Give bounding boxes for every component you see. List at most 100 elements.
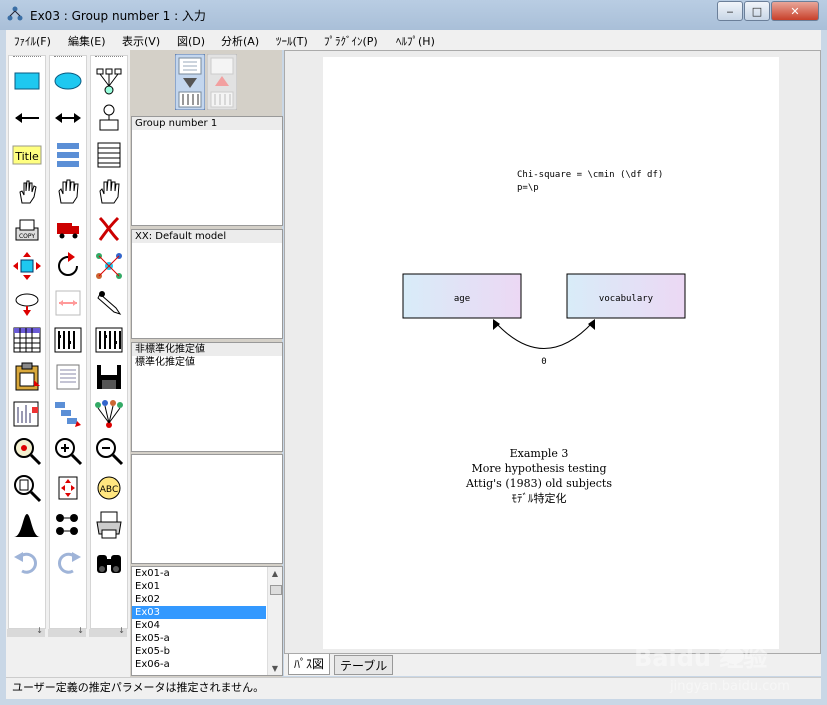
observed-variable-vocabulary[interactable]: [566, 273, 686, 319]
watermark-brand: Baidu 经验: [634, 644, 767, 672]
unstandardized-estimates-item[interactable]: 非標準化推定値: [132, 343, 282, 356]
output-list-icon[interactable]: [53, 362, 83, 392]
tab-path-diagram[interactable]: ﾊﾟｽ図: [288, 654, 331, 675]
rotate-indicator-icon[interactable]: [53, 251, 83, 281]
distribution-curve-icon[interactable]: [12, 510, 42, 540]
file-item[interactable]: Ex01: [135, 581, 160, 592]
zoom-out-icon[interactable]: [94, 436, 124, 466]
svg-text:Title: Title: [14, 150, 39, 163]
column-1-expand[interactable]: ↓: [7, 626, 45, 637]
covariance-arrowhead-right: [588, 319, 595, 330]
hand-deselect-icon[interactable]: [94, 177, 124, 207]
title-tool-icon[interactable]: Title: [12, 140, 42, 170]
model-item[interactable]: XX: Default model: [132, 230, 282, 243]
files-scrollbar[interactable]: ▲ ▼: [267, 567, 282, 675]
touch-up-icon[interactable]: [94, 288, 124, 318]
undo-icon[interactable]: [12, 547, 42, 577]
menu-file[interactable]: ﾌｧｲﾙ(F): [14, 35, 51, 48]
hand-select-all-icon[interactable]: [53, 177, 83, 207]
menu-view[interactable]: 表示(V): [122, 35, 161, 48]
menu-tools[interactable]: ﾂｰﾙ(T): [276, 35, 308, 48]
column-grip: [54, 56, 82, 60]
view-input-button[interactable]: [175, 54, 205, 110]
window-title: Ex03 : Group number 1 : 入力: [30, 9, 206, 23]
ellipse-tool-icon[interactable]: [53, 66, 83, 96]
spell-check-icon[interactable]: ABC: [94, 473, 124, 503]
diagram-page[interactable]: Chi-square = \cmin (\df df) p=\p age voc…: [323, 57, 779, 649]
tab-table[interactable]: テーブル: [334, 655, 394, 675]
zoom-in-icon[interactable]: [53, 436, 83, 466]
covariance-path[interactable]: [494, 321, 594, 349]
zoom-page-icon[interactable]: [12, 473, 42, 503]
rectangle-tool-icon[interactable]: [12, 66, 42, 96]
standardized-estimates-item[interactable]: 標準化推定値: [135, 357, 195, 368]
file-item-selected[interactable]: Ex03: [132, 606, 266, 619]
multiple-group-icon[interactable]: [53, 510, 83, 540]
view-output-button[interactable]: [207, 54, 237, 110]
double-arrow-tool-icon[interactable]: [53, 103, 83, 133]
close-button[interactable]: ✕: [771, 1, 819, 21]
scroll-thumb[interactable]: [270, 585, 282, 595]
scroll-down-arrow[interactable]: ▼: [271, 664, 279, 673]
move-tool-icon[interactable]: [12, 251, 42, 281]
paw-logo: [717, 633, 751, 664]
groups-panel: Group number 1: [131, 116, 283, 226]
erase-icon[interactable]: [94, 214, 124, 244]
p-value-caption: p=\p: [517, 183, 539, 193]
minimize-button[interactable]: ‒: [717, 1, 743, 21]
group-item[interactable]: Group number 1: [132, 117, 282, 130]
menu-edit[interactable]: 編集(E): [68, 35, 106, 48]
specification-search-icon[interactable]: [53, 399, 83, 429]
menu-plugins[interactable]: ﾌﾟﾗｸﾞｲﾝ(P): [324, 35, 378, 48]
toolbox-column-2: [49, 55, 87, 629]
amos-app-icon: [7, 6, 23, 21]
menu-analyze[interactable]: 分析(A): [221, 35, 260, 48]
menu-diagram[interactable]: 図(D): [177, 35, 206, 48]
shape-change-icon[interactable]: [12, 288, 42, 318]
toolbox: Title COPY ↓: [6, 50, 130, 682]
bayesian-network-icon[interactable]: [94, 399, 124, 429]
file-item[interactable]: Ex05-b: [135, 646, 170, 657]
copy-tool-icon[interactable]: COPY: [12, 214, 42, 244]
data-file-grid-icon[interactable]: [12, 325, 42, 355]
save-icon[interactable]: [94, 362, 124, 392]
arrow-left-tool-icon[interactable]: [12, 103, 42, 133]
analysis-properties-icon[interactable]: [53, 325, 83, 355]
file-item[interactable]: Ex06-a: [135, 659, 170, 670]
zoom-select-icon[interactable]: [12, 436, 42, 466]
file-item[interactable]: Ex05-a: [135, 633, 170, 644]
binoculars-icon[interactable]: [94, 547, 124, 577]
covariance-arrowhead-left: [493, 319, 500, 330]
toolbox-column-1: Title COPY: [8, 55, 46, 629]
print-icon[interactable]: [94, 510, 124, 540]
list-data-icon[interactable]: [94, 140, 124, 170]
file-item[interactable]: Ex02: [135, 594, 160, 605]
list-variables-icon[interactable]: [53, 140, 83, 170]
hand-select-one-icon[interactable]: [12, 177, 42, 207]
scroll-up-arrow[interactable]: ▲: [271, 569, 279, 578]
file-item[interactable]: Ex04: [135, 620, 160, 631]
file-item[interactable]: Ex01-a: [135, 568, 170, 579]
menu-bar: ﾌｧｲﾙ(F) 編集(E) 表示(V) 図(D) 分析(A) ﾂｰﾙ(T) ﾌﾟ…: [6, 30, 821, 50]
column-2-expand[interactable]: ↓: [48, 626, 86, 637]
model-navigator: Group number 1 XX: Default model 非標準化推定値…: [130, 50, 283, 682]
clipboard-icon[interactable]: [12, 362, 42, 392]
svg-text:COPY: COPY: [19, 233, 35, 240]
rearrange-network-icon[interactable]: [94, 251, 124, 281]
menu-help[interactable]: ﾍﾙﾌﾟ(H): [396, 35, 435, 48]
fit-to-page-icon[interactable]: [53, 473, 83, 503]
observed-variable-age[interactable]: [402, 273, 522, 319]
latent-indicator-icon[interactable]: [94, 66, 124, 96]
reflect-indicator-icon[interactable]: [53, 288, 83, 318]
truck-move-icon[interactable]: [53, 214, 83, 244]
files-list-items: Ex01-a Ex01 Ex02 Ex03 Ex04 Ex05-a Ex05-b…: [132, 567, 266, 671]
path-diagram: Chi-square = \cmin (\df df) p=\p age voc…: [402, 170, 686, 505]
estimates-panel: 非標準化推定値 標準化推定値: [131, 342, 283, 452]
unique-variable-icon[interactable]: [94, 103, 124, 133]
calculate-estimates-icon[interactable]: [94, 325, 124, 355]
maximize-button[interactable]: □: [744, 1, 770, 21]
column-3-expand[interactable]: ↓: [89, 626, 127, 637]
diagram-area: Chi-square = \cmin (\df df) p=\p age voc…: [284, 50, 821, 654]
redo-icon[interactable]: [53, 547, 83, 577]
text-output-icon[interactable]: [12, 399, 42, 429]
